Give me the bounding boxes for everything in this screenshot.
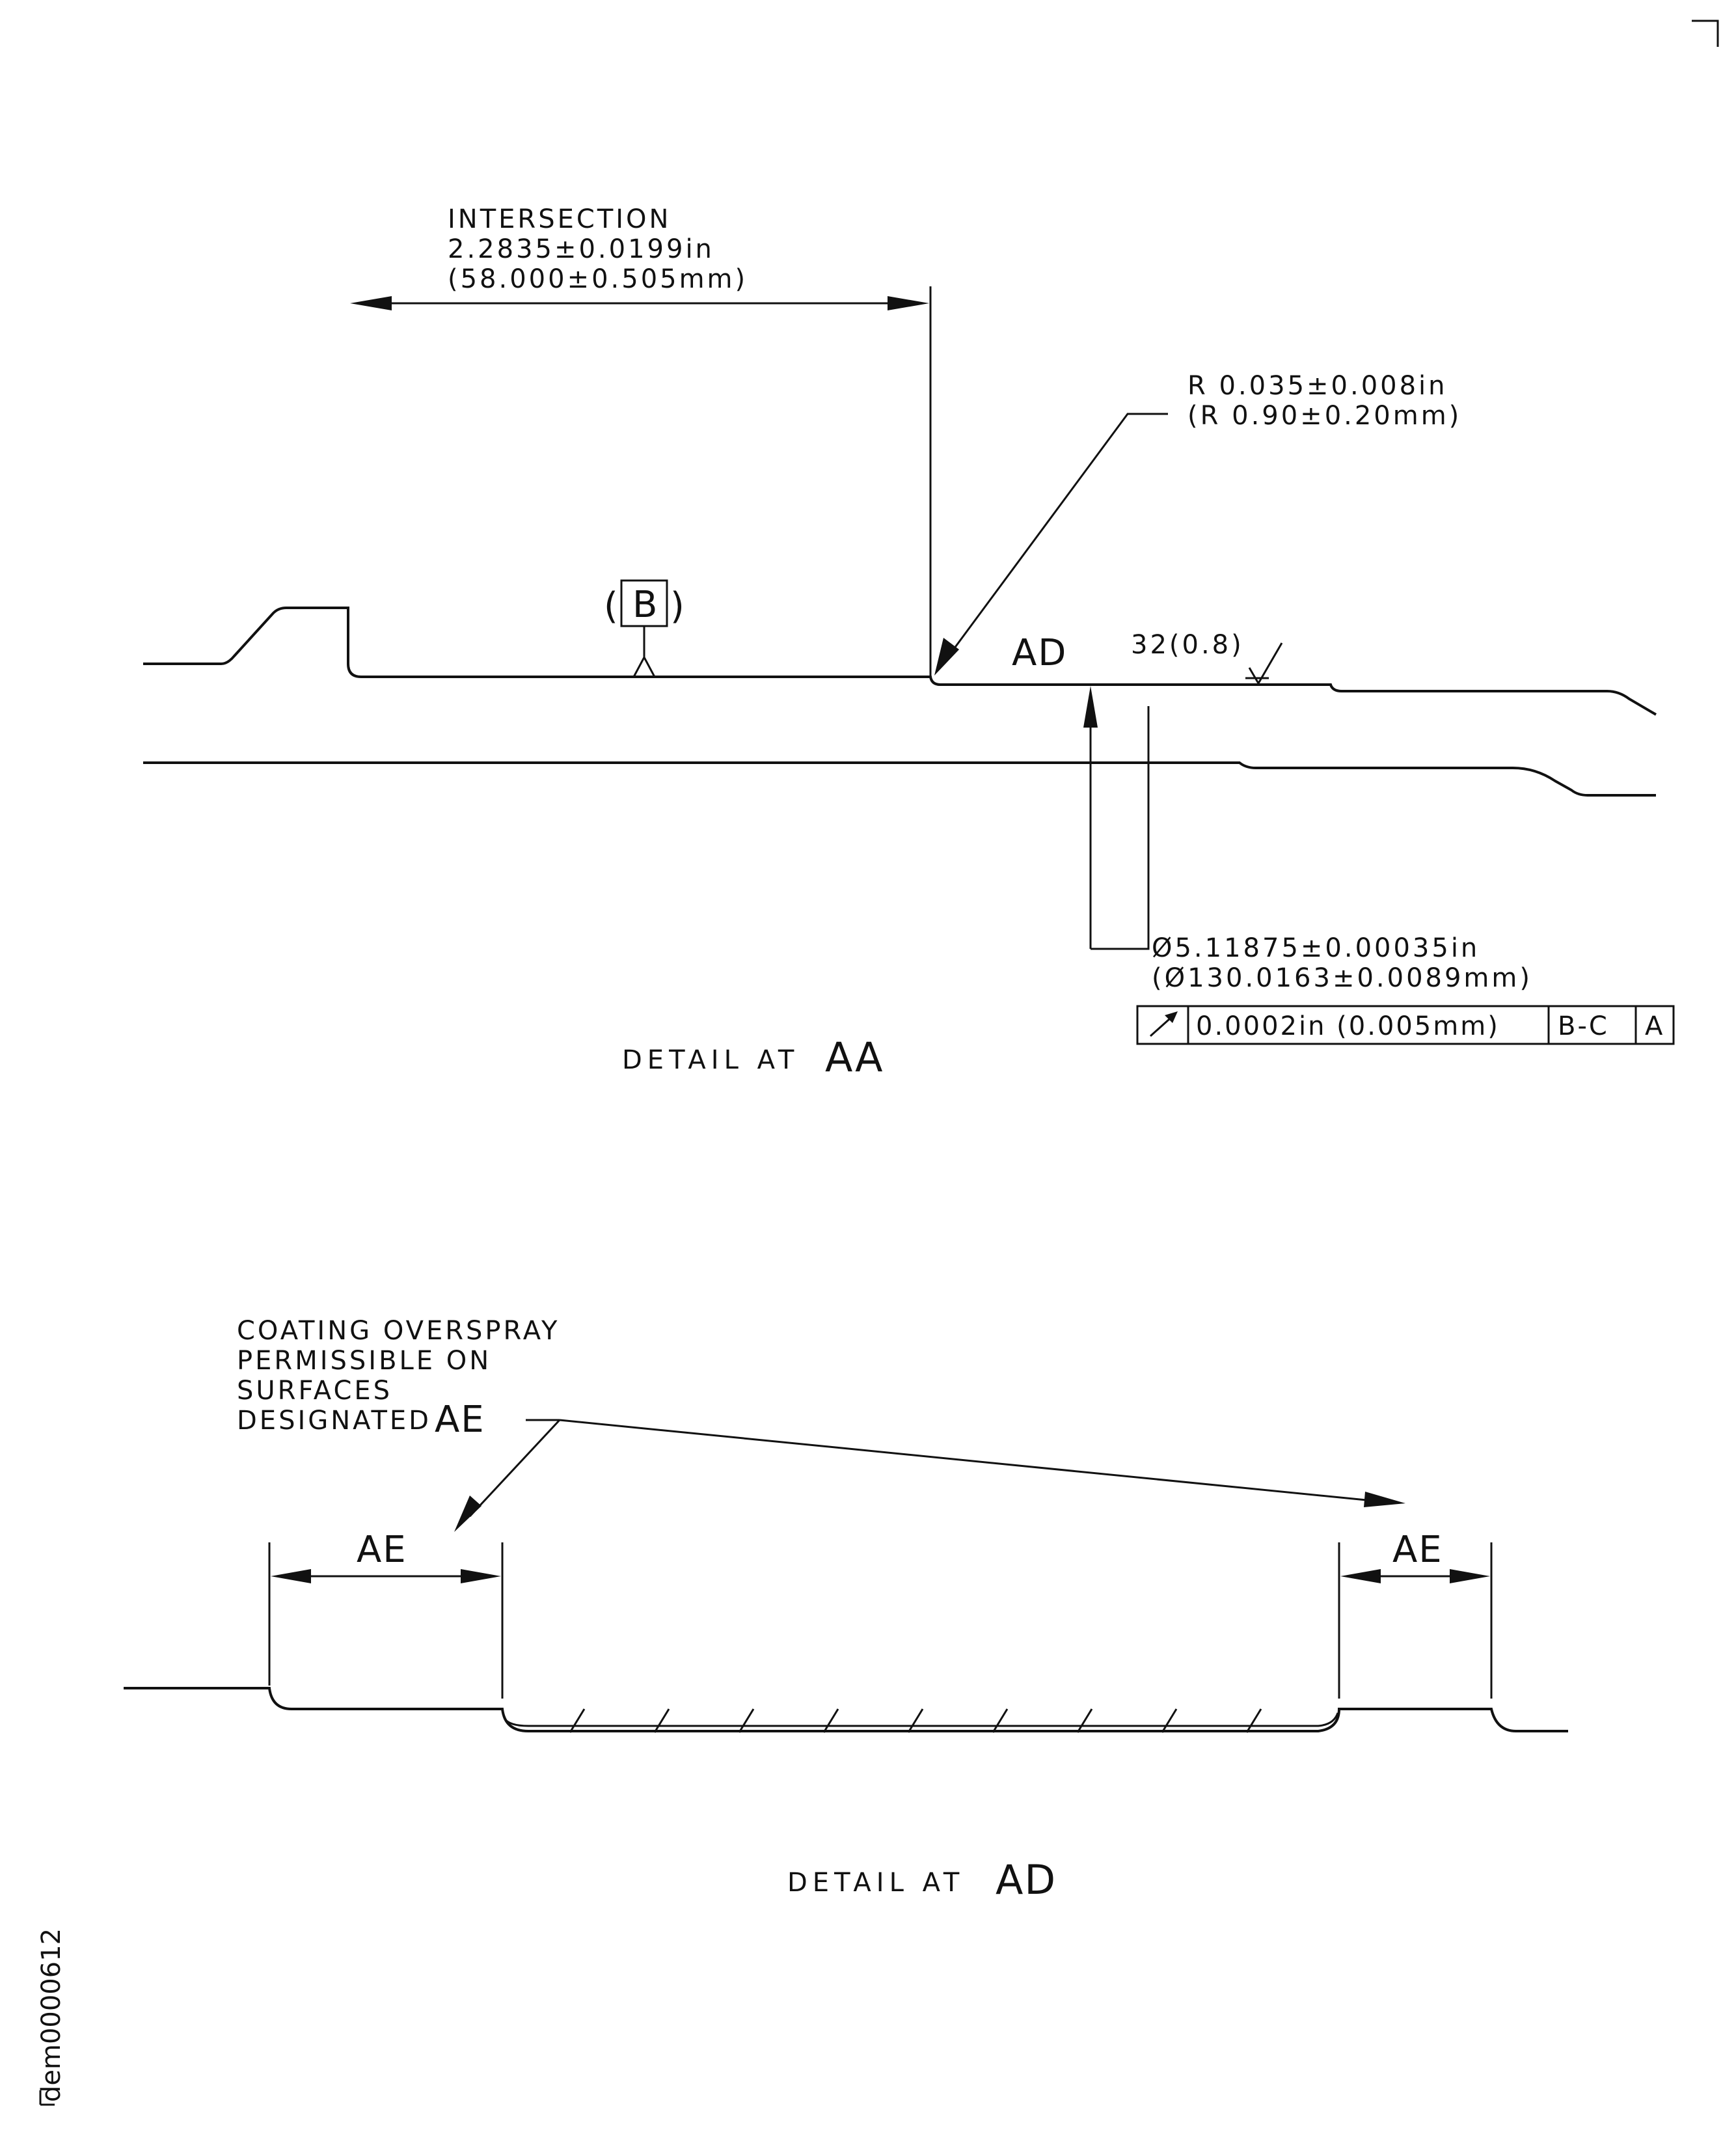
coating-note-ref: AE <box>435 1399 485 1441</box>
surface-ad-label: AD <box>1012 632 1067 674</box>
intersection-arrow-right-icon <box>888 296 929 310</box>
coating-leader-left-arrow-icon <box>454 1496 481 1532</box>
right-ae-arrow-left-icon <box>1340 1569 1381 1583</box>
fcf-datum-primary: B-C <box>1558 1011 1609 1041</box>
diameter-inch: Ø5.11875±0.00035in <box>1152 933 1480 963</box>
diameter-mm: (Ø130.0163±0.0089mm) <box>1152 963 1532 993</box>
left-ae-arrow-left-icon <box>271 1569 311 1583</box>
left-ae-label: AE <box>357 1529 407 1571</box>
coating-note-line4: DESIGNATED <box>237 1406 431 1436</box>
runout-arrow-icon <box>1149 1011 1178 1037</box>
datum-b-close-paren: ) <box>670 585 686 627</box>
coating-note-line1: COATING OVERSPRAY <box>237 1316 560 1346</box>
radius-mm: (R 0.90±0.20mm) <box>1187 401 1461 431</box>
coating-note-line2: PERMISSIBLE ON <box>237 1346 491 1376</box>
side-label-text: dem0000612 <box>36 1928 66 2102</box>
radius-arrow-icon <box>934 638 959 676</box>
coating-band-line <box>503 1712 1339 1727</box>
diameter-leader <box>1127 706 1150 950</box>
intersection-arrow-left-icon <box>350 296 392 310</box>
diameter-arrow-icon <box>1083 686 1098 728</box>
intersection-label: INTERSECTION <box>448 204 671 234</box>
datum-b-open-paren: ( <box>604 585 619 627</box>
feature-control-frame: 0.0002in (0.005mm) B-C A <box>1136 1005 1675 1045</box>
coating-note-line3: SURFACES <box>237 1376 392 1406</box>
surface-finish-value: 32(0.8) <box>1131 630 1244 660</box>
side-label: dem0000612 <box>36 1928 66 2106</box>
surface-finish-check-icon <box>1245 642 1283 685</box>
part-profile-ad <box>124 1687 1568 1732</box>
coating-leader-right-arrow-icon <box>1364 1492 1405 1507</box>
radius-inch: R 0.035±0.008in <box>1187 371 1448 401</box>
detail-ad-title-ref: AD <box>996 1856 1057 1904</box>
intersection-inch: 2.2835±0.0199in <box>448 234 714 264</box>
datum-b-symbol: ( B ) <box>604 579 686 677</box>
fcf-datum-secondary: A <box>1645 1011 1664 1041</box>
right-ae-label: AE <box>1392 1529 1443 1571</box>
coating-leader-left <box>468 1419 561 1518</box>
coating-hatching <box>569 1708 1262 1733</box>
part-profile-upper <box>143 607 1657 716</box>
left-ae-arrow-right-icon <box>461 1569 501 1583</box>
datum-triangle-icon <box>632 655 656 677</box>
datum-b-letter: B <box>632 584 658 626</box>
detail-aa-title-ref: AA <box>825 1033 884 1081</box>
detail-aa: INTERSECTION 2.2835±0.0199in (58.000±0.5… <box>143 204 1675 1081</box>
right-ae-arrow-right-icon <box>1450 1569 1490 1583</box>
detail-ad: COATING OVERSPRAY PERMISSIBLE ON SURFACE… <box>124 1316 1568 1904</box>
radius-leader <box>943 413 1168 662</box>
detail-ad-title-prefix: DETAIL AT <box>787 1868 964 1898</box>
corner-crop-mark <box>1692 20 1719 47</box>
intersection-mm: (58.000±0.505mm) <box>448 264 748 294</box>
fcf-tolerance: 0.0002in (0.005mm) <box>1196 1011 1500 1041</box>
detail-aa-title-prefix: DETAIL AT <box>622 1045 799 1075</box>
fcf-outline <box>1136 1005 1675 1045</box>
part-profile-lower <box>143 761 1656 797</box>
coating-leader-right <box>559 1419 1374 1502</box>
